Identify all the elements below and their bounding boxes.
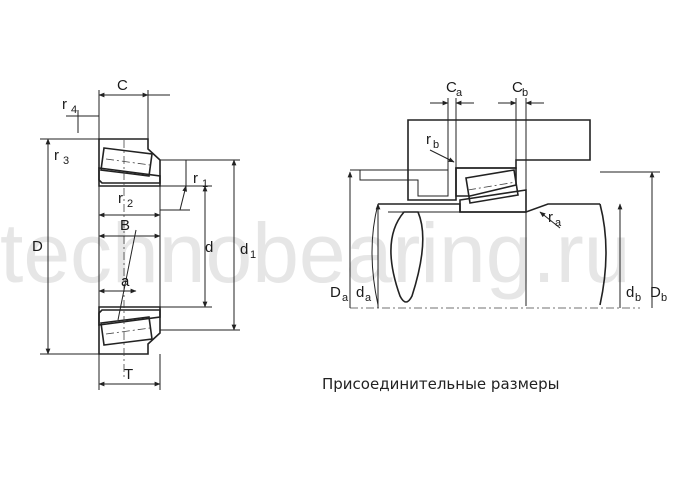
label-Ca-sub: a <box>456 87 463 99</box>
label-db: d <box>626 284 634 301</box>
housing <box>407 119 591 201</box>
caption: Присоединительные размеры <box>322 375 560 393</box>
label-r2: r <box>118 190 123 207</box>
label-rb-sub: b <box>433 139 439 151</box>
shaft-fillet <box>390 211 424 303</box>
label-db-sub: b <box>635 292 641 304</box>
outer-ring-bottom <box>98 309 161 355</box>
label-Ca: C <box>446 79 457 96</box>
label-ra: r <box>548 209 553 226</box>
label-da: d <box>356 284 364 301</box>
label-r3: r <box>54 147 59 164</box>
label-r4: r <box>62 96 67 113</box>
label-Cb: C <box>512 79 523 96</box>
label-C: C <box>117 77 128 94</box>
label-Db: D <box>650 284 661 301</box>
label-r2-sub: 2 <box>127 198 133 210</box>
label-a: a <box>121 273 130 290</box>
roller-mount <box>465 169 519 204</box>
label-Da-sub: a <box>342 292 349 304</box>
bearing-section: C r 4 r 3 r 1 r 2 B D d d 1 a T <box>32 77 256 390</box>
label-da-sub: a <box>365 292 372 304</box>
label-D: D <box>32 238 43 255</box>
watermark-text: technobearing.ru <box>0 206 630 300</box>
mounting-section: C a C b r b r a D a d a d b D b <box>330 79 667 309</box>
label-d: d <box>205 239 213 256</box>
label-rb: r <box>426 131 431 148</box>
label-Da: D <box>330 284 341 301</box>
label-r1: r <box>193 170 198 187</box>
label-Db-sub: b <box>661 292 667 304</box>
label-B: B <box>120 217 130 234</box>
label-d1-sub: 1 <box>250 249 256 261</box>
label-r4-sub: 4 <box>71 104 77 116</box>
roller-bottom <box>100 316 153 346</box>
label-T: T <box>124 366 133 383</box>
label-r1-sub: 1 <box>202 178 208 190</box>
label-ra-sub: a <box>555 217 562 229</box>
label-r3-sub: 3 <box>63 155 69 167</box>
label-Cb-sub: b <box>522 87 528 99</box>
label-d1: d <box>240 241 248 258</box>
roller-top <box>100 147 153 177</box>
